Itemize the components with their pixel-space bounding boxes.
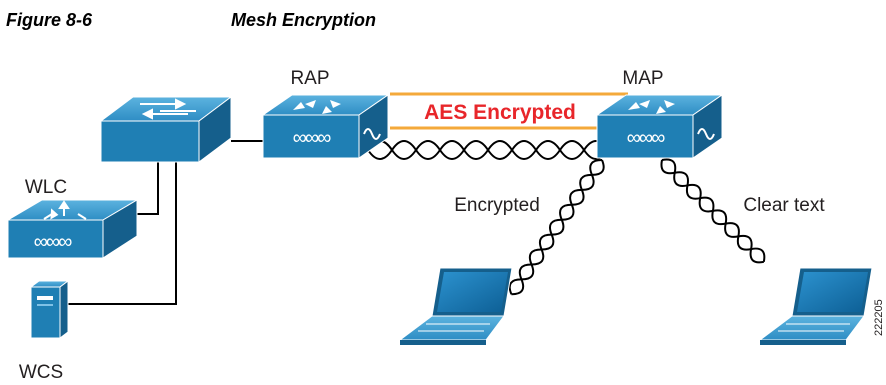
figure-id-label: 222205 (873, 299, 885, 336)
switch-wcs-link (64, 160, 177, 305)
rap-label: RAP (290, 68, 329, 89)
map-label: MAP (622, 68, 663, 89)
figure-title: Mesh Encryption (231, 10, 377, 30)
svg-text:∞∞∞: ∞∞∞ (293, 127, 332, 149)
wcs-server-icon (29, 280, 70, 339)
svg-text:∞∞∞: ∞∞∞ (34, 231, 73, 253)
wcs-label: WCS (19, 362, 63, 383)
rap-access-point-icon: ∞∞∞ (261, 94, 390, 159)
right-laptop-icon (758, 267, 873, 345)
switch-wlc-link (137, 160, 159, 215)
figure-number: Figure 8-6 (6, 10, 93, 30)
switch-icon (99, 96, 233, 163)
svg-text:∞∞∞: ∞∞∞ (627, 127, 666, 149)
aes-encrypted-label: AES Encrypted (424, 101, 576, 124)
figure-header: Figure 8-6 Mesh Encryption (0, 8, 886, 32)
clear-text-label: Clear text (743, 195, 825, 216)
wlc-label: WLC (25, 177, 67, 198)
wired-links (64, 140, 263, 305)
backhaul-wave (367, 140, 609, 160)
left-client-wave (508, 158, 605, 296)
aes-lines (390, 92, 628, 130)
encrypted-label: Encrypted (454, 195, 540, 216)
map-access-point-icon: ∞∞∞ (595, 94, 724, 159)
wlc-controller-icon: ∞∞∞ (6, 199, 139, 259)
left-laptop-icon (398, 267, 513, 345)
right-client-wave (660, 158, 766, 264)
